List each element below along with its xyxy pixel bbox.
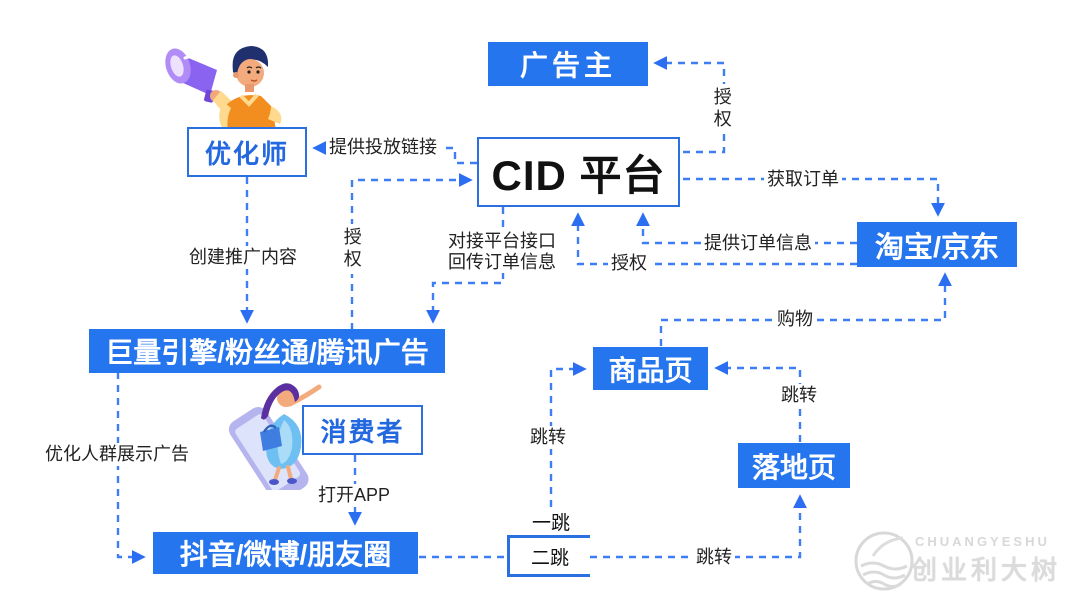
label-authorize-platform: 授权 xyxy=(340,224,363,274)
node-product-page: 商品页 xyxy=(593,347,708,390)
label-optimize-audience: 优化人群展示广告 xyxy=(42,443,192,466)
node-media-apps: 抖音/微博/朋友圈 xyxy=(153,532,418,574)
node-consumer: 消费者 xyxy=(302,405,423,455)
first-jump-label: 一跳 xyxy=(530,508,573,535)
consumer-illustration xyxy=(228,383,322,490)
edge-product-to-taobao-shopping xyxy=(659,272,952,346)
edge-cid-to-adplatforms-api xyxy=(426,207,505,324)
edge-secondjump-to-landing xyxy=(590,494,807,559)
label-shopping: 购物 xyxy=(774,308,816,331)
label-jump-first: 跳转 xyxy=(527,426,569,449)
node-ad-platforms: 巨量引擎/粉丝通/腾讯广告 xyxy=(89,329,445,373)
second-jump-box: 二跳 xyxy=(507,535,590,577)
label-connect-api-line2: 回传订单信息 xyxy=(448,251,556,272)
second-jump-label: 二跳 xyxy=(530,547,569,569)
node-advertiser: 广告主 xyxy=(488,42,648,86)
edge-firstjump-to-product xyxy=(549,362,587,533)
watermark: CHUANGYESHU 创业利大树 xyxy=(853,518,1078,604)
label-provide-link: 提供投放链接 xyxy=(326,136,440,159)
edge-taobao-to-cid-authorize xyxy=(571,212,857,266)
watermark-logo-icon xyxy=(854,531,914,591)
label-provide-order-info: 提供订单信息 xyxy=(701,232,815,255)
watermark-latin-text: CHUANGYESHU xyxy=(915,534,1050,549)
label-connect-api-line1: 对接平台接口 xyxy=(448,231,556,251)
label-open-app: 打开APP xyxy=(315,484,394,507)
label-get-order: 获取订单 xyxy=(764,168,842,191)
edge-adplatforms-to-cid-authorize xyxy=(350,173,473,330)
node-landing-page: 落地页 xyxy=(738,443,850,488)
node-optimizer: 优化师 xyxy=(187,127,307,177)
label-create-content: 创建推广内容 xyxy=(186,246,300,269)
watermark-chinese-text: 创业利大树 xyxy=(911,555,1062,585)
optimizer-illustration xyxy=(165,46,282,130)
node-cid-platform: CID 平台 xyxy=(477,137,680,207)
label-jump-second: 跳转 xyxy=(693,546,735,569)
node-taobao-jd: 淘宝/京东 xyxy=(857,222,1017,267)
label-authorize-cid: 授权 xyxy=(608,252,650,275)
label-authorize-advertiser: 授权 xyxy=(710,84,733,134)
label-connect-api: 对接平台接口 回传订单信息 xyxy=(445,230,559,274)
edge-adplatforms-to-media xyxy=(116,372,146,564)
label-jump-landing-to-product: 跳转 xyxy=(778,384,820,407)
